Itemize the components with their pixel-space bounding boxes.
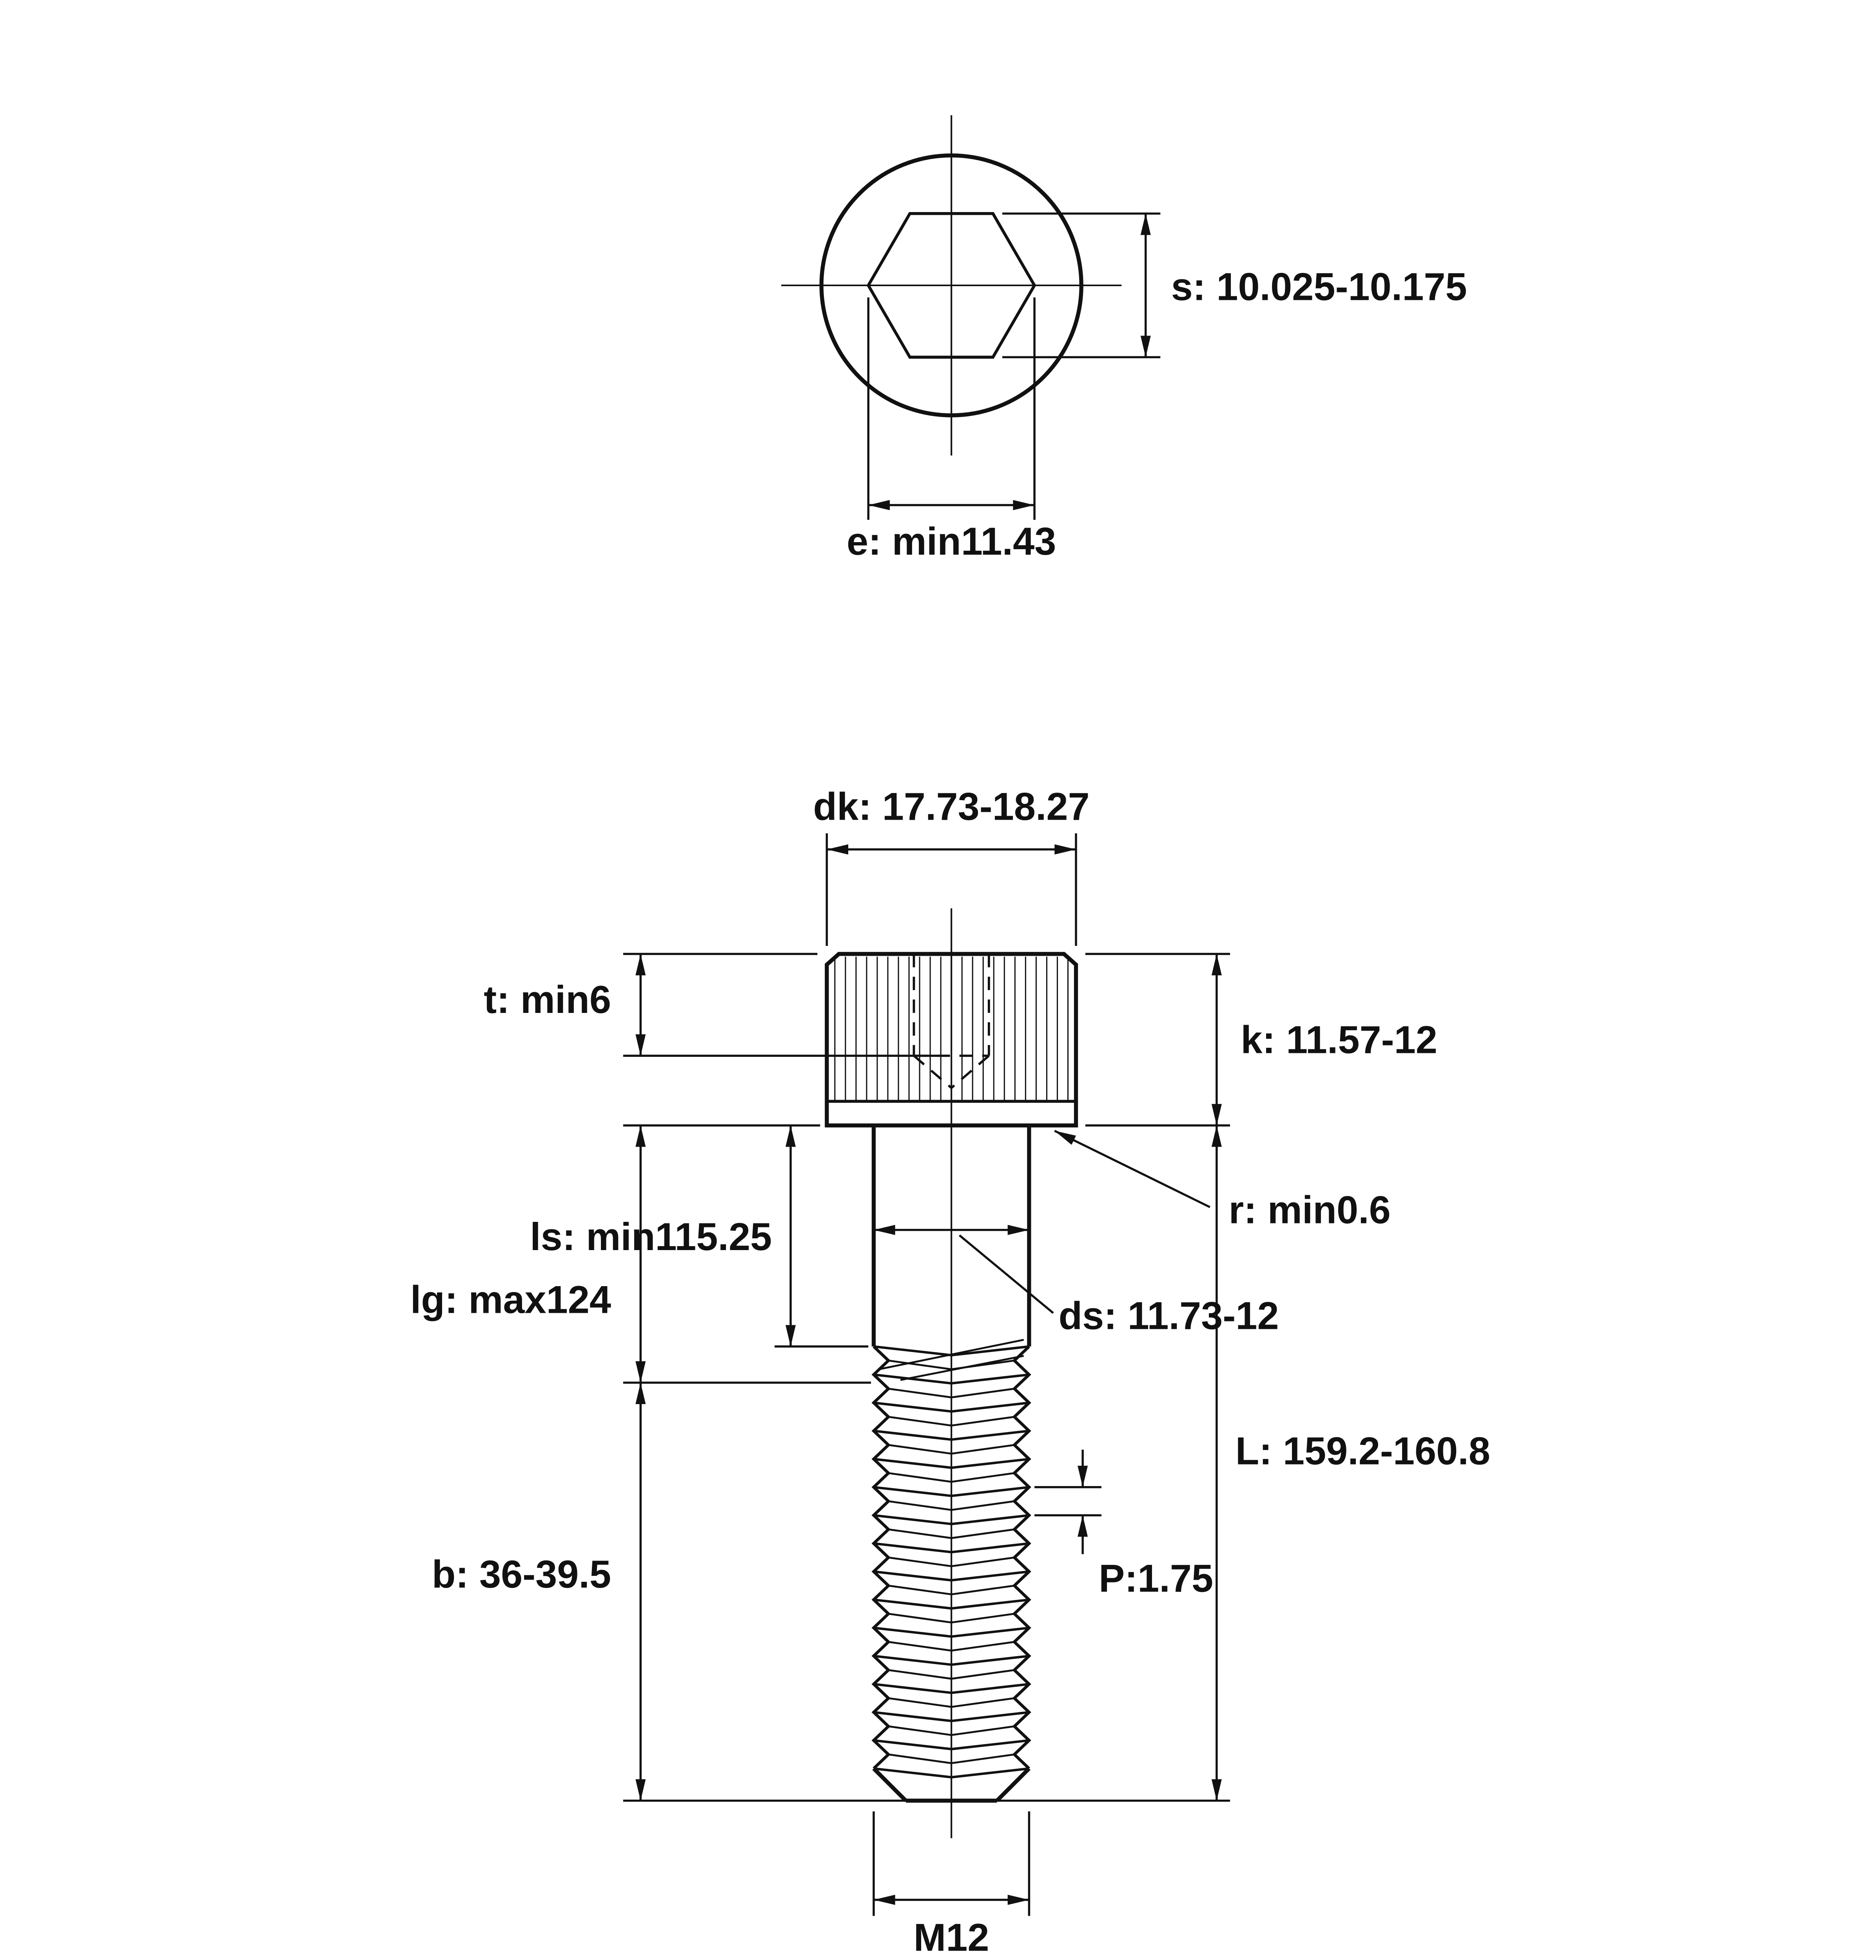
ds-leader-line [958,1234,1054,1314]
thread-root-line [888,1528,1015,1539]
thread-crest-line [873,1711,1029,1722]
thread-root-line [888,1669,1015,1680]
dim-label-L: L: 159.2-160.8 [1236,1430,1490,1473]
dim-label-ls: ls: min115.25 [530,1215,772,1259]
thread-runout-line [900,1355,1024,1381]
tip-chamfer-right [995,1767,1031,1802]
thread-root-line [888,1613,1015,1624]
dim-label-t: t: min6 [484,978,611,1022]
r-leader-line [1054,1130,1211,1208]
dim-label-k: k: 11.57-12 [1241,1018,1437,1062]
tip-chamfer-left [872,1767,907,1802]
thread-crest-line [873,1401,1029,1413]
thread-crest-line [873,1683,1029,1694]
thread-crest-line [873,1514,1029,1525]
thread-crest-line [873,1373,1029,1385]
thread-root-line [888,1444,1015,1455]
thread-crest-line [873,1570,1029,1582]
thread-root-line [888,1753,1015,1764]
side-view: dk: 17.73-18.27 t: min6 k: 11.57-12 r: m… [410,785,1490,1960]
thread-crest-line [873,1457,1029,1469]
thread-crest-line [873,1430,1029,1441]
thread-root-line [888,1556,1015,1567]
thread-crest-line [873,1542,1029,1553]
thread-crest-line [873,1739,1029,1751]
thread-root-line [888,1697,1015,1708]
dim-label-ds: ds: 11.73-12 [1059,1294,1279,1338]
dim-label-r: r: min0.6 [1229,1188,1391,1232]
thread-root-line [888,1416,1015,1426]
thread-crest-line [873,1767,1029,1779]
socket-cone-right [951,1055,990,1089]
thread-root-line [888,1500,1015,1511]
thread-crest-line [873,1486,1029,1497]
dim-label-e: e: min11.43 [847,520,1056,563]
top-view: s: 10.025-10.175 e: min11.43 [781,115,1467,563]
thread-runout-line [879,1339,1024,1370]
dim-label-lg: lg: max124 [410,1278,611,1321]
dim-label-M: M12 [914,1916,989,1959]
head-knurling [834,956,1069,1100]
head-outer-circle [819,153,1083,417]
dim-label-P: P:1.75 [1099,1557,1213,1600]
thread-crest-line [873,1598,1029,1610]
thread-root-line [888,1472,1015,1483]
thread-root-line [888,1641,1015,1652]
thread-right-edge [1012,1345,1031,1770]
dim-label-dk: dk: 17.73-18.27 [813,785,1090,829]
thread-crest-line [873,1626,1029,1638]
head-outline [825,952,1078,1128]
thread-crest-line [873,1655,1029,1666]
thread-region [871,1339,1031,1803]
thread-root-line [888,1584,1015,1595]
socket-cone-left [913,1055,953,1089]
thread-root-line [888,1725,1015,1736]
dim-label-s: s: 10.025-10.175 [1171,265,1467,309]
thread-root-line [888,1388,1015,1399]
dim-label-b: b: 36-39.5 [432,1553,611,1596]
hex-socket-outline [866,212,1036,359]
thread-left-edge [871,1345,891,1770]
